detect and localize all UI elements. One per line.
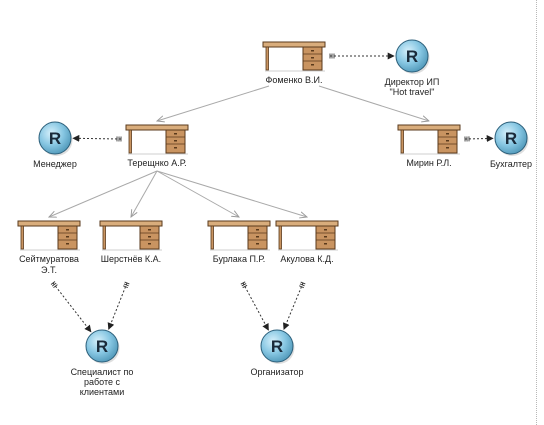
role-label: Организатор [250,367,303,377]
person-node-fomenko[interactable]: Фоменко В.И. [262,41,326,85]
role-label: Менеджер [33,159,77,169]
desk-top [397,124,461,131]
role-letter: R [49,129,61,148]
role-link-sherstnev-specialist [107,281,130,330]
canvas-right-border [536,0,544,425]
role-node-director[interactable]: R Директор ИП"Hot travel" [385,39,440,97]
subordination-link-fomenko-tereshchenko [157,85,270,121]
desk-leg [278,225,282,250]
role-icon [38,121,72,155]
person-label: Терещнко А.Р. [127,158,186,168]
role-link-burlaka-organizer [240,281,269,331]
subordination-link-tereshchenko-seitmuratova [49,170,158,217]
person-label: Фоменко В.И. [265,75,322,85]
person-node-sherstnev[interactable]: Шерстнёв К.А. [99,220,163,264]
role-link-mirin-accountant [464,135,494,143]
desk-top [275,220,339,227]
person-label: Шерстнёв К.А. [101,254,161,264]
role-link-seitmuratova-specialist [50,281,92,333]
desk-top [125,124,189,131]
role-link-tereshchenko-manager [72,134,122,142]
role-letter: R [271,337,283,356]
role-letter: R [406,47,418,66]
role-node-manager[interactable]: R Менеджер [33,121,77,169]
role-icon [85,329,119,363]
role-link-akulova-organizer [283,281,306,331]
role-link-fomenko-director [329,52,395,60]
role-label: Бухгалтер [490,159,532,169]
desk-top [262,41,326,48]
subordination-link-fomenko-mirin [318,85,429,121]
role-node-accountant[interactable]: R Бухгалтер [490,121,532,169]
role-letter: R [505,129,517,148]
desk-leg [265,46,269,71]
person-node-tereshchenko[interactable]: Терещнко А.Р. [125,124,189,168]
desk-leg [20,225,24,250]
role-node-organizer[interactable]: R Организатор [250,329,304,377]
desk-leg [102,225,106,250]
subordination-link-tereshchenko-sherstnev [131,170,158,217]
person-node-akulova[interactable]: Акулова К.Д. [275,220,339,264]
person-label: Акулова К.Д. [280,254,333,264]
role-icon [395,39,429,73]
subordination-link-tereshchenko-burlaka [156,170,239,217]
role-icon [260,329,294,363]
desk-top [17,220,81,227]
desk-top [99,220,163,227]
desk-leg [128,129,132,154]
person-label: Мирин Р.Л. [406,158,451,168]
person-node-mirin[interactable]: Мирин Р.Л. [397,124,461,168]
role-letter: R [96,337,108,356]
role-icon [494,121,528,155]
subordination-link-tereshchenko-akulova [156,170,307,217]
person-node-burlaka[interactable]: Бурлака П.Р. [207,220,271,264]
desk-top [207,220,271,227]
desk-leg [400,129,404,154]
desk-leg [210,225,214,250]
person-label: Бурлака П.Р. [213,254,265,264]
role-label: Директор ИП"Hot travel" [385,77,440,97]
